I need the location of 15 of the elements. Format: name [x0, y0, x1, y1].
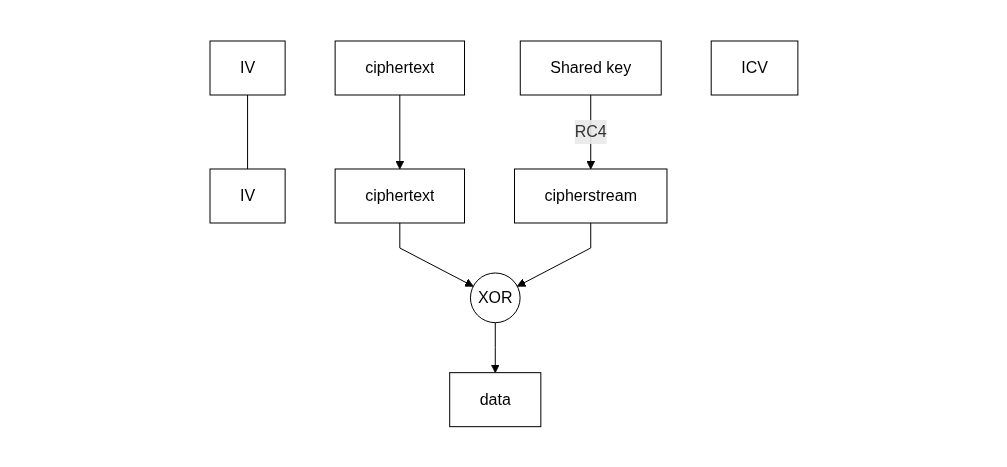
node-box: data — [448, 371, 541, 427]
node-box: ciphertext — [334, 40, 465, 96]
edge-label: RC4 — [574, 122, 607, 140]
arrow — [490, 321, 500, 373]
arrow — [395, 94, 404, 170]
node-box: IV — [209, 168, 286, 224]
node-box: ICV — [710, 40, 798, 96]
node-circle: XOR — [469, 272, 521, 323]
node-box: ciphertext — [334, 168, 465, 224]
arrow — [398, 222, 474, 287]
node-box: IV — [209, 40, 286, 96]
arrow — [516, 222, 591, 287]
connector — [246, 94, 248, 170]
node-box: Shared key — [519, 40, 662, 96]
node-box: cipherstream — [513, 168, 668, 224]
